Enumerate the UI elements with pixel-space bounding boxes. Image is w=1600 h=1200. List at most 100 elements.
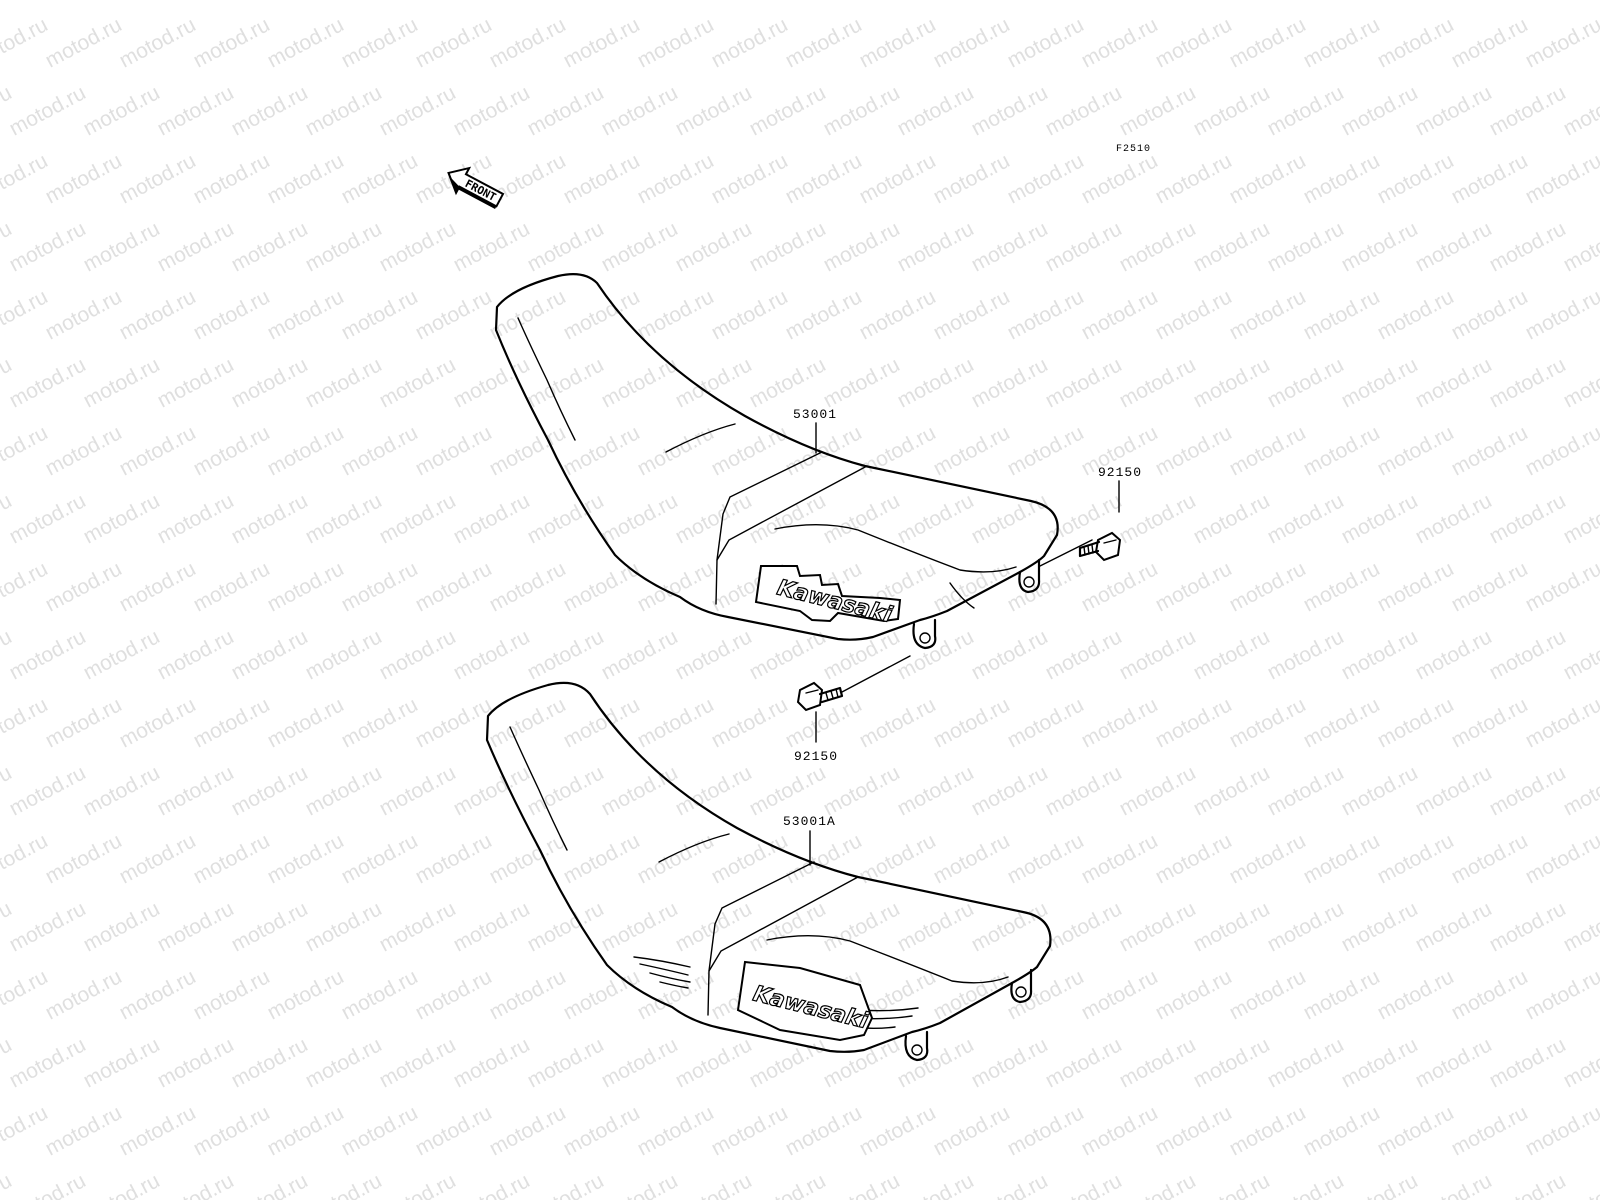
watermark-text: motod.ru	[1522, 965, 1600, 1024]
watermark-text: motod.ru	[154, 81, 238, 140]
watermark-text: motod.ru	[450, 353, 534, 412]
watermark-text: motod.ru	[302, 761, 386, 820]
callout-53001A: 53001A	[783, 814, 836, 866]
watermark-text: motod.ru	[1486, 0, 1570, 4]
watermark-text: motod.ru	[450, 1169, 534, 1200]
watermark-text: motod.ru	[894, 761, 978, 820]
watermark-text: motod.ru	[154, 897, 238, 956]
watermark-text: motod.ru	[1374, 13, 1458, 72]
watermark-text: motod.ru	[1448, 693, 1532, 752]
watermark-text: motod.ru	[412, 693, 496, 752]
part-label-53001A: 53001A	[783, 814, 836, 829]
watermark-text: motod.ru	[376, 625, 460, 684]
watermark-text: motod.ru	[228, 761, 312, 820]
watermark-text: motod.ru	[782, 421, 866, 480]
watermark-text: motod.ru	[1486, 489, 1570, 548]
watermark-text: motod.ru	[1300, 1101, 1384, 1160]
watermark-text: motod.ru	[1004, 829, 1088, 888]
watermark-text: motod.ru	[1300, 965, 1384, 1024]
watermark-text: motod.ru	[450, 1033, 534, 1092]
watermark-text: motod.ru	[412, 965, 496, 1024]
watermark-text: motod.ru	[1522, 13, 1600, 72]
watermark-text: motod.ru	[968, 353, 1052, 412]
watermark-text: motod.ru	[746, 897, 830, 956]
watermark-text: motod.ru	[376, 217, 460, 276]
watermark-text: motod.ru	[524, 353, 608, 412]
watermark-text: motod.ru	[1190, 761, 1274, 820]
watermark-text: motod.ru	[1152, 421, 1236, 480]
watermark-text: motod.ru	[560, 965, 644, 1024]
watermark-text: motod.ru	[42, 1101, 126, 1160]
watermark-text: motod.ru	[228, 353, 312, 412]
watermark-text: motod.ru	[1116, 217, 1200, 276]
watermark-text: motod.ru	[1042, 1169, 1126, 1200]
watermark-text: motod.ru	[1004, 285, 1088, 344]
watermark-text: motod.ru	[116, 149, 200, 208]
watermark-text: motod.ru	[1300, 149, 1384, 208]
watermark-text: motod.ru	[228, 81, 312, 140]
watermark-text: motod.ru	[6, 81, 90, 140]
watermark-text: motod.ru	[116, 965, 200, 1024]
watermark-text: motod.ru	[228, 1033, 312, 1092]
watermark-text: motod.ru	[856, 1101, 940, 1160]
watermark-text: motod.ru	[560, 285, 644, 344]
watermark-text: motod.ru	[338, 1101, 422, 1160]
watermark-text: motod.ru	[634, 557, 718, 616]
watermark-text: motod.ru	[486, 421, 570, 480]
watermark-text: motod.ru	[1078, 1101, 1162, 1160]
watermark-text: motod.ru	[634, 421, 718, 480]
watermark-text: motod.ru	[1116, 489, 1200, 548]
watermark-text: motod.ru	[1226, 421, 1310, 480]
watermark-text: motod.ru	[1264, 761, 1348, 820]
watermark-text: motod.ru	[0, 965, 52, 1024]
watermark-text: motod.ru	[1004, 13, 1088, 72]
watermark-text: motod.ru	[1412, 81, 1496, 140]
watermark-text: motod.ru	[1374, 1101, 1458, 1160]
watermark-text: motod.ru	[154, 761, 238, 820]
watermark-text: motod.ru	[0, 421, 52, 480]
watermark-text: motod.ru	[302, 0, 386, 4]
watermark-text: motod.ru	[338, 421, 422, 480]
watermark-text: motod.ru	[1448, 149, 1532, 208]
watermark-text: motod.ru	[376, 1033, 460, 1092]
watermark-text: motod.ru	[0, 1101, 52, 1160]
watermark-text: motod.ru	[1486, 625, 1570, 684]
watermark-text: motod.ru	[672, 81, 756, 140]
watermark-text: motod.ru	[1338, 1169, 1422, 1200]
part-label-92150-right: 92150	[1098, 465, 1142, 480]
watermark-text: motod.ru	[1152, 13, 1236, 72]
watermark-text: motod.ru	[1226, 557, 1310, 616]
watermark-text: motod.ru	[524, 761, 608, 820]
watermark-text: motod.ru	[0, 149, 52, 208]
watermark-text: motod.ru	[524, 489, 608, 548]
watermark-text: motod.ru	[42, 285, 126, 344]
watermark-text: motod.ru	[42, 829, 126, 888]
watermark-text: motod.ru	[80, 0, 164, 4]
watermark-text: motod.ru	[524, 0, 608, 4]
watermark-text: motod.ru	[1560, 1033, 1600, 1092]
watermark-text: motod.ru	[1226, 829, 1310, 888]
watermark-text: motod.ru	[264, 285, 348, 344]
watermark-text: motod.ru	[80, 1033, 164, 1092]
watermark-text: motod.ru	[1190, 489, 1274, 548]
watermark-text: motod.ru	[1448, 285, 1532, 344]
watermark-text: motod.ru	[1560, 625, 1600, 684]
watermark-text: motod.ru	[302, 625, 386, 684]
watermark-text: motod.ru	[1152, 149, 1236, 208]
watermark-text: motod.ru	[154, 353, 238, 412]
watermark-text: motod.ru	[930, 829, 1014, 888]
watermark-text: motod.ru	[746, 0, 830, 4]
watermark-text: motod.ru	[1412, 1033, 1496, 1092]
watermark-text: motod.ru	[1338, 489, 1422, 548]
watermark-text: motod.ru	[0, 13, 52, 72]
watermark-text: motod.ru	[672, 1169, 756, 1200]
watermark-text: motod.ru	[968, 1033, 1052, 1092]
watermark-text: motod.ru	[486, 557, 570, 616]
watermark-text: motod.ru	[338, 149, 422, 208]
watermark-text: motod.ru	[1078, 285, 1162, 344]
watermark-text: motod.ru	[302, 1033, 386, 1092]
watermark-text: motod.ru	[486, 693, 570, 752]
watermark-text: motod.ru	[6, 1169, 90, 1200]
watermark-text: motod.ru	[820, 897, 904, 956]
